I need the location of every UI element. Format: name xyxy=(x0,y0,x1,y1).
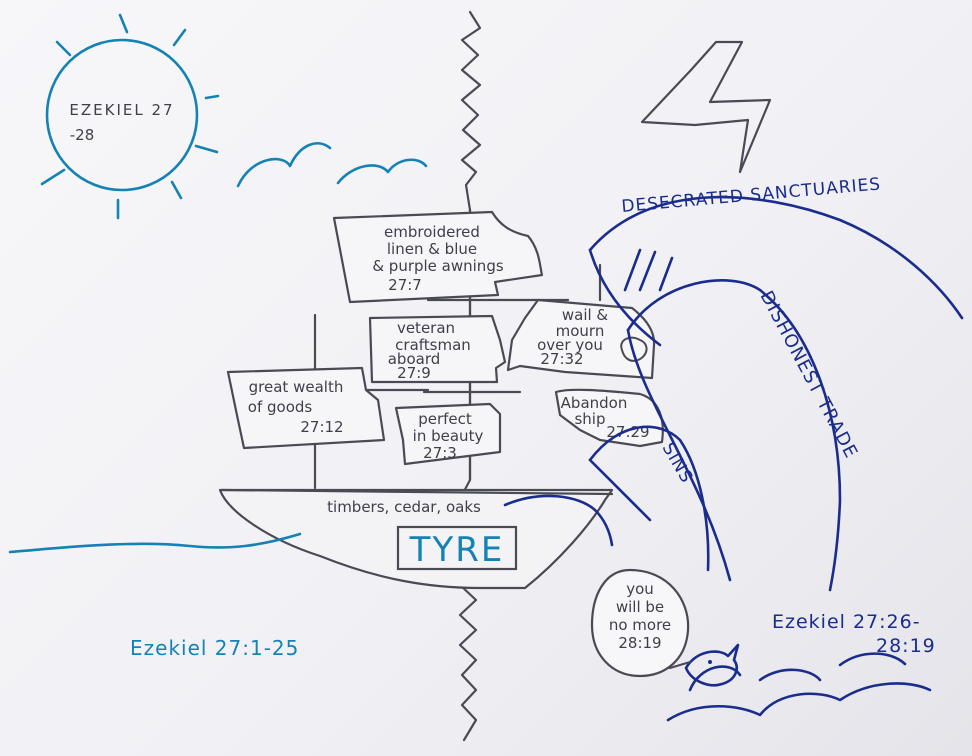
sun-drawing: EZEKIEL 27 -28 xyxy=(40,13,220,220)
speech-line1: you xyxy=(626,580,654,598)
sky-birds xyxy=(236,142,428,188)
wave-label-dishonest: DISHONEST TRADE xyxy=(756,287,862,462)
wave-middle xyxy=(626,279,842,592)
ref-left: Ezekiel 27:1-25 xyxy=(130,636,299,660)
sail-embroidered-line1: embroidered xyxy=(384,223,480,241)
sail-wealth-ref: 27:12 xyxy=(300,418,343,436)
sail-wealth-line1: great wealth xyxy=(249,378,344,396)
sun-circle xyxy=(45,38,199,192)
sail-wail-ref: 27:32 xyxy=(540,350,583,368)
sail-wealth: great wealth of goods 27:12 xyxy=(226,366,386,450)
hull-nameplate xyxy=(396,525,518,571)
speech-line3: no more xyxy=(609,616,671,634)
sail-veteran-line3: aboard xyxy=(388,350,441,368)
sail-veteran-ref: 27:9 xyxy=(397,364,431,382)
wave-outer xyxy=(588,195,964,320)
speech-bubble: you will be no more 28:19 xyxy=(590,568,692,678)
wave-outer-inner xyxy=(588,248,662,347)
sail-beauty: perfect in beauty 27:3 xyxy=(394,402,502,466)
sail-veteran-line2: craftsman xyxy=(395,336,471,354)
sail-embroidered: embroidered linen & blue & purple awning… xyxy=(332,210,544,304)
sun-rays xyxy=(40,13,220,220)
sail-wail-line3: over you xyxy=(537,336,603,354)
wave-middle-inner xyxy=(626,328,732,582)
ship-hull: timbers, cedar, oaks TYRE xyxy=(218,488,614,590)
speech-bubble-tail xyxy=(668,660,692,670)
wave-small xyxy=(503,494,614,547)
speech-ref: 28:19 xyxy=(618,634,661,652)
ref-right-line2: 28:19 xyxy=(876,635,936,657)
sail-beauty-ref: 27:3 xyxy=(423,444,457,462)
sail-veteran-line1: veteran xyxy=(397,319,455,337)
wave-inner-tail xyxy=(588,458,652,522)
bird-left xyxy=(236,142,332,188)
sail-wealth-line2: of goods xyxy=(248,398,313,416)
sun-title-line1: EZEKIEL 27 xyxy=(69,101,174,119)
speech-line2: will be xyxy=(616,598,664,616)
sea-line xyxy=(8,532,302,554)
lightning-bolt-icon xyxy=(640,40,772,174)
hull-name: TYRE xyxy=(409,530,505,570)
wave-inner xyxy=(588,425,710,572)
wave-bottom-3 xyxy=(758,668,822,682)
wave-label-desecrated: DESECRATED SANCTUARIES xyxy=(621,174,882,217)
wave-bottom-4 xyxy=(838,652,907,667)
wave-bottom-1 xyxy=(666,682,932,722)
sail-hole xyxy=(620,336,648,362)
sail-abandon-line2: ship xyxy=(574,410,605,428)
sail-embroidered-ref: 27:7 xyxy=(388,276,422,294)
drowning-figure-eye xyxy=(708,660,712,664)
hull-timbers-label: timbers, cedar, oaks xyxy=(327,498,481,516)
bird-right xyxy=(336,158,428,185)
storm-waves xyxy=(503,195,964,722)
drowning-figure-icon xyxy=(684,643,740,687)
sail-abandon-line1: Abandon xyxy=(561,394,628,412)
ref-right-line1: Ezekiel 27:26- xyxy=(772,611,921,633)
sail-wail-line2: mourn xyxy=(556,322,605,340)
sail-embroidered-line2: linen & blue xyxy=(387,240,477,258)
sail-wail: wail & mourn over you 27:32 xyxy=(506,298,656,380)
sail-beauty-line1: perfect xyxy=(418,410,472,428)
sail-embroidered-line3: & purple awnings xyxy=(372,257,504,275)
sail-abandon: Abandon ship 27:29 xyxy=(554,388,664,448)
sail-beauty-line2: in beauty xyxy=(413,427,484,445)
sail-wail-line1: wail & xyxy=(562,306,609,324)
sun-title-line2: -28 xyxy=(70,126,95,144)
sail-veteran: veteran craftsman aboard 27:9 xyxy=(368,314,507,384)
